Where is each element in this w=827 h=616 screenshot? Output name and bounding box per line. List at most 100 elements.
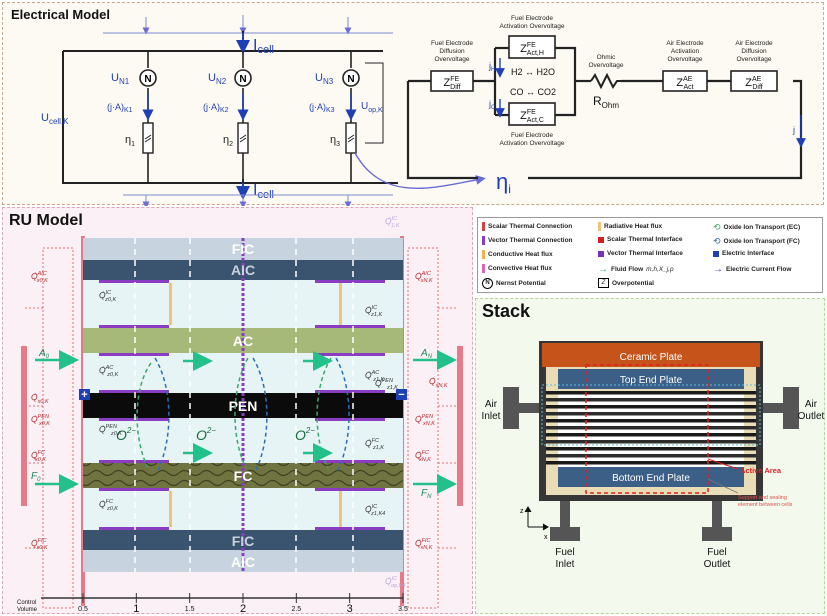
cv-tick-label: 2.5 [291, 606, 301, 613]
legend-item: →Fluid Flowṁ,ḣ,X_j,p [598, 264, 674, 275]
label-fic-top: FIC [232, 241, 255, 257]
ae-act-label-2: Activation [671, 48, 700, 55]
nernst-source-2: N [235, 70, 251, 86]
support-label-2: element between cells [738, 502, 793, 508]
stack-panel: Stack Ceramic Plate Top End Plate Bottom… [475, 298, 825, 614]
air-inlet-label-1: Air [485, 399, 498, 410]
fe-diff-label-3: Overvoltage [434, 56, 469, 63]
label-pen: PEN [229, 398, 258, 414]
ru-model-diagram: FIC AIC AC PEN FC FIC AIC + − O2− O2− O2… [3, 208, 474, 615]
i-cell-top-label: Icell [253, 37, 274, 56]
z-ae-act-text: ZAEAct [676, 76, 693, 91]
square-icon [598, 251, 604, 257]
label-aic-top: AIC [231, 262, 255, 278]
fuel-outlet-pipe [712, 499, 722, 527]
u-cell-label: Ucell,K [41, 112, 69, 126]
an-label: AN [420, 348, 433, 360]
cv-tick-label: 1.5 [185, 606, 195, 613]
air-outlet-pipe [763, 403, 783, 413]
eta-3-label: η3 [330, 134, 340, 148]
legend-label: Convective Heat flux [488, 265, 552, 272]
top-end-plate-label: Top End Plate [620, 375, 683, 386]
air-outlet-label-2: Outlet [798, 411, 825, 422]
nernst-source-3: N [343, 70, 359, 86]
dasharc-icon: ⟲ [713, 236, 721, 247]
j-label: j [792, 125, 795, 135]
legend-item: Scalar Thermal Connection [482, 222, 572, 231]
boxZ-icon: Z [598, 278, 609, 288]
fuel-inlet-label-1: Fuel [555, 547, 574, 558]
stack-cell-layer [546, 440, 756, 444]
stack-diagram: Ceramic Plate Top End Plate Bottom End P… [476, 299, 826, 615]
bottom-end-plate-label: Bottom End Plate [612, 473, 690, 484]
legend-item: NNernst Potential [482, 278, 546, 289]
circleN-icon: N [482, 278, 493, 289]
reaction-h-text: H2 ↔ H2O [511, 67, 555, 77]
fuel-outlet-flange [702, 527, 732, 541]
dash-icon [482, 236, 485, 245]
top-feed-arrows [103, 15, 393, 33]
eta-1-label: η1 [125, 134, 135, 148]
legend-extra: ṁ,ḣ,X_j,p [646, 266, 673, 273]
stack-cell-layer [546, 391, 756, 395]
ja-k2-label: (j·A)K2 [203, 102, 229, 114]
svg-text:N: N [347, 74, 354, 85]
air-inlet-pipe [519, 403, 539, 413]
ohmic-label-2: Overvoltage [588, 62, 623, 69]
fuel-inlet-label-2: Inlet [556, 559, 575, 570]
right-side-bar [457, 346, 463, 506]
cv-tick-label: 0.5 [78, 606, 88, 613]
stack-cell-layer [546, 426, 756, 430]
cell-layers [546, 391, 756, 468]
support-label-1: Support and sealing [738, 495, 787, 501]
outer-circuit-wire [63, 31, 398, 193]
stack-axes [525, 507, 548, 530]
legend-label: Vector Thermal Connection [488, 237, 573, 244]
cv-tick-label: 3.5 [398, 606, 408, 613]
bar-icon [482, 264, 485, 273]
fe-act-bot-label-2: Activation Overvoltage [499, 140, 564, 147]
cv-axis-label-1: Control [17, 600, 36, 606]
cv-tick-label: 1 [133, 603, 139, 615]
label-aic-bottom: AIC [231, 554, 255, 570]
stack-cell-layer [546, 398, 756, 402]
square-icon [598, 237, 604, 243]
cv-tick-label: 3 [347, 603, 353, 615]
legend-item: Radiative Heat flux [598, 222, 662, 231]
fuel-inlet-flange [550, 527, 580, 541]
q-side-right: Q̇xN,K [429, 376, 448, 389]
q-right-pen: Q̇PENxN,K [415, 414, 435, 427]
legend-item: Electric Interface [713, 250, 774, 257]
fuel-outlet-label-1: Fuel [707, 547, 726, 558]
electrical-model-panel: Electrical Model [2, 2, 824, 205]
r-ohm-text: ROhm [593, 94, 619, 110]
stack-cell-layer [546, 419, 756, 423]
arrow-icon: → [598, 264, 608, 275]
svg-text:N: N [144, 74, 151, 85]
legend-label: Overpotential [612, 280, 654, 287]
stack-cell-layer [546, 447, 756, 451]
overpotential-boxes [143, 123, 356, 153]
stack-cell-layer [546, 405, 756, 409]
bar-icon [482, 250, 485, 259]
axis-x-label: x [544, 534, 548, 541]
legend-item: Conductive Heat flux [482, 250, 553, 259]
ae-diff-label-2: Diffusion [741, 48, 767, 55]
fe-act-top-label-2: Activation Overvoltage [499, 23, 564, 30]
q-side-left: Q̇x0,K [31, 392, 49, 405]
legend-label: Electric Interface [722, 250, 774, 257]
legend-item: Scalar Thermal Interface [598, 236, 683, 243]
legend-label: Nernst Potential [496, 280, 546, 287]
fn-label: FN [421, 488, 432, 500]
fuel-outlet-label-2: Outlet [704, 559, 731, 570]
legend-item: ZOverpotential [598, 278, 654, 288]
bar-icon [598, 222, 601, 231]
q-left-pen: Q̇PENx0,K [31, 414, 50, 427]
air-outlet-flange [783, 387, 799, 429]
q-right-aic: Q̇AICxN,K [415, 271, 433, 284]
reaction-c-text: CO ↔ CO2 [510, 87, 556, 97]
